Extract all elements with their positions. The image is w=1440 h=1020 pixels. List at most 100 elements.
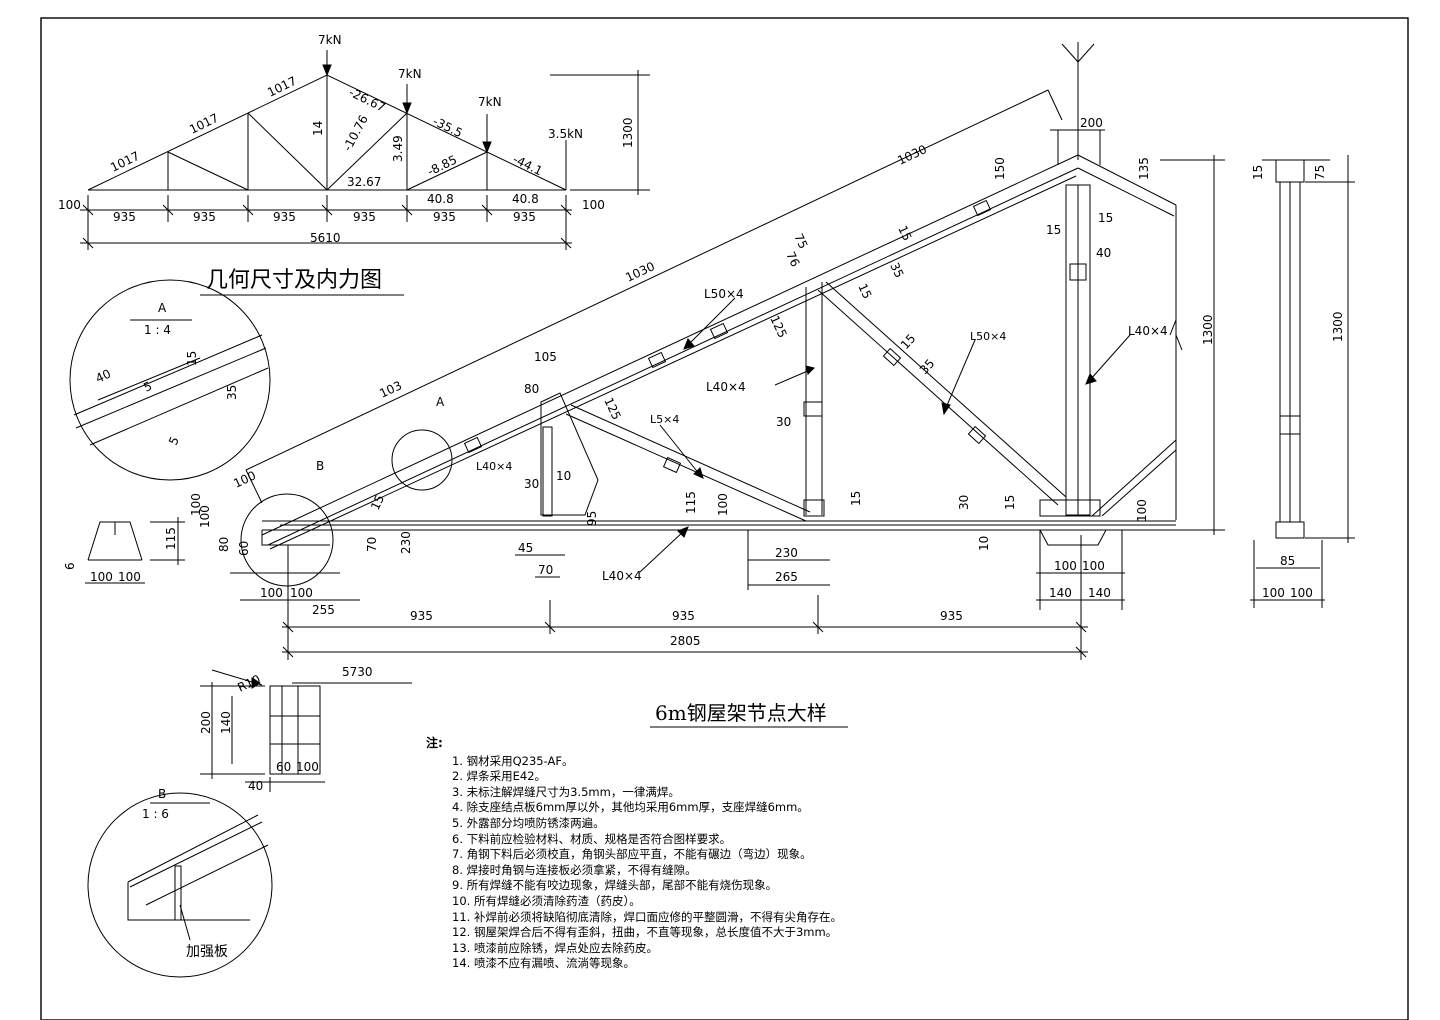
panel-dim: 935 (113, 210, 136, 224)
height-dim: 1300 (1201, 314, 1215, 345)
support-plate-elevation (85, 517, 185, 584)
dim-label: 35 (225, 385, 239, 400)
dim-label: 100 (1135, 499, 1149, 522)
dim-label: 200 (199, 711, 213, 734)
dim-label: 100 (1082, 559, 1105, 573)
dim-label: 230 (399, 531, 413, 554)
panel-dim: 935 (273, 210, 296, 224)
dim-label: 140 (1049, 586, 1072, 600)
geometry-title: 几何尺寸及内力图 (206, 268, 382, 293)
detail-title: 6m钢屋架节点大样 (655, 701, 827, 725)
dim-label: 35 (887, 260, 906, 280)
ridge-width: 200 (1080, 116, 1103, 130)
member-force: 32.67 (347, 175, 381, 189)
top-chord-length: 1017 (187, 111, 221, 137)
dim-label: 15 (185, 351, 199, 366)
member-force: -10.76 (340, 113, 371, 154)
detail-a-labels: A 1 : 4 40 5 15 35 5 (93, 301, 239, 447)
panel-dim: 935 (433, 210, 456, 224)
dim-label: 70 (538, 563, 553, 577)
dim-label: 100 (290, 586, 313, 600)
dim-label: 100 (90, 570, 113, 584)
member-label: L40×4 (602, 569, 642, 583)
panel-dim: 935 (672, 609, 695, 623)
member-label: L40×4 (476, 460, 512, 473)
top-chord-length: 1030 (623, 259, 657, 285)
callout-label: B (316, 459, 324, 473)
radius-label: R10 (235, 672, 262, 695)
note-item: 4. 除支座结点板6mm厚以外，其他均采用6mm厚，支座焊缝6mm。 (452, 800, 809, 815)
dim-label: 100 (1054, 559, 1077, 573)
member-label: L40×4 (1128, 324, 1168, 338)
dim-label: 100 (1290, 586, 1313, 600)
node-detail-truss (230, 42, 1225, 660)
stiffener-label: 加强板 (186, 944, 228, 960)
member-force: 3.49 (391, 135, 405, 162)
note-item: 2. 焊条采用E42。 (452, 769, 547, 784)
panel-dim: 935 (410, 609, 433, 623)
height-dim: 1300 (621, 117, 635, 148)
dim-label: 100 (189, 493, 203, 516)
dim-label: 75 (791, 231, 810, 251)
dim-label: 100 (1262, 586, 1285, 600)
dim-label: 76 (783, 249, 802, 269)
detail-a (69, 279, 271, 481)
member-label: L40×4 (706, 380, 746, 394)
total-span: 5610 (310, 231, 341, 245)
dim-label: 5 (166, 434, 182, 447)
dim-label: 100 (716, 493, 730, 516)
detail-scale: 1 : 6 (142, 807, 169, 821)
note-item: 13. 喷漆前应除锈，焊点处应去除药皮。 (452, 940, 658, 955)
dim-label: 15 (1098, 211, 1113, 225)
node-detail-labels: 1030 1030 103 105 80 125 75 76 125 15 35… (189, 116, 1215, 725)
dim-label: 95 (585, 511, 599, 526)
plate-detail (200, 669, 412, 792)
top-chord-length: 1030 (895, 142, 929, 168)
member-force: 40.8 (427, 192, 454, 206)
dim-label: 80 (524, 382, 539, 396)
dim-label: 60 (276, 760, 291, 774)
dim-label: 135 (1137, 157, 1151, 180)
panel-dim: 935 (940, 609, 963, 623)
member-label: L50×4 (704, 287, 744, 301)
dim-label: 15 (1003, 495, 1017, 510)
dim-label: 140 (219, 711, 233, 734)
support-plate-labels: 115 6 100 100 (63, 527, 178, 584)
dim-label: 45 (518, 541, 533, 555)
dim-label: 30 (957, 495, 971, 510)
dim-label: 40 (93, 367, 113, 386)
dim-label: 15 (1251, 165, 1265, 180)
dim-label: 100 (118, 570, 141, 584)
dim-label: 15 (1046, 223, 1061, 237)
plate-detail-labels: R10 200 140 40 60 100 5730 (199, 665, 373, 793)
detail-label: B (158, 787, 166, 801)
drawing-frame (40, 17, 1409, 1020)
detail-label: A (158, 301, 167, 315)
side-view-labels: 15 75 1300 85 100 100 (1251, 165, 1345, 600)
dim-label: 15 (368, 493, 387, 513)
dim-label: 80 (217, 537, 231, 552)
member-force: -26.67 (347, 85, 388, 115)
dim-label: 75 (1313, 165, 1327, 180)
note-item: 3. 未标注解焊缝尺寸为3.5mm，一律满焊。 (452, 784, 680, 799)
dim-label: 40 (1096, 246, 1111, 260)
dim-label: 115 (164, 527, 178, 550)
member-force: 40.8 (512, 192, 539, 206)
note-item: 14. 喷漆不应有漏喷、流淌等现象。 (452, 956, 635, 971)
detail-scale: 1 : 4 (144, 323, 171, 337)
dim-label: 85 (1280, 554, 1295, 568)
left-end-dim: 255 (312, 603, 335, 617)
load-label: 7kN (398, 67, 422, 81)
load-label: 7kN (478, 95, 502, 109)
dim-label: 6 (63, 562, 77, 570)
dim-label: 70 (365, 537, 379, 552)
dim-label: 100 (260, 586, 283, 600)
load-label: 3.5kN (548, 127, 583, 141)
panel-dim: 935 (353, 210, 376, 224)
callout-label: A (436, 395, 445, 409)
dim-label: 265 (775, 570, 798, 584)
notes-block: 注: 1. 钢材采用Q235-AF。 2. 焊条采用E42。 3. 未标注解焊缝… (426, 736, 1026, 972)
dim-label: 40 (248, 779, 263, 793)
dim-label: 1300 (1331, 311, 1345, 342)
dim-label: 140 (1088, 586, 1111, 600)
